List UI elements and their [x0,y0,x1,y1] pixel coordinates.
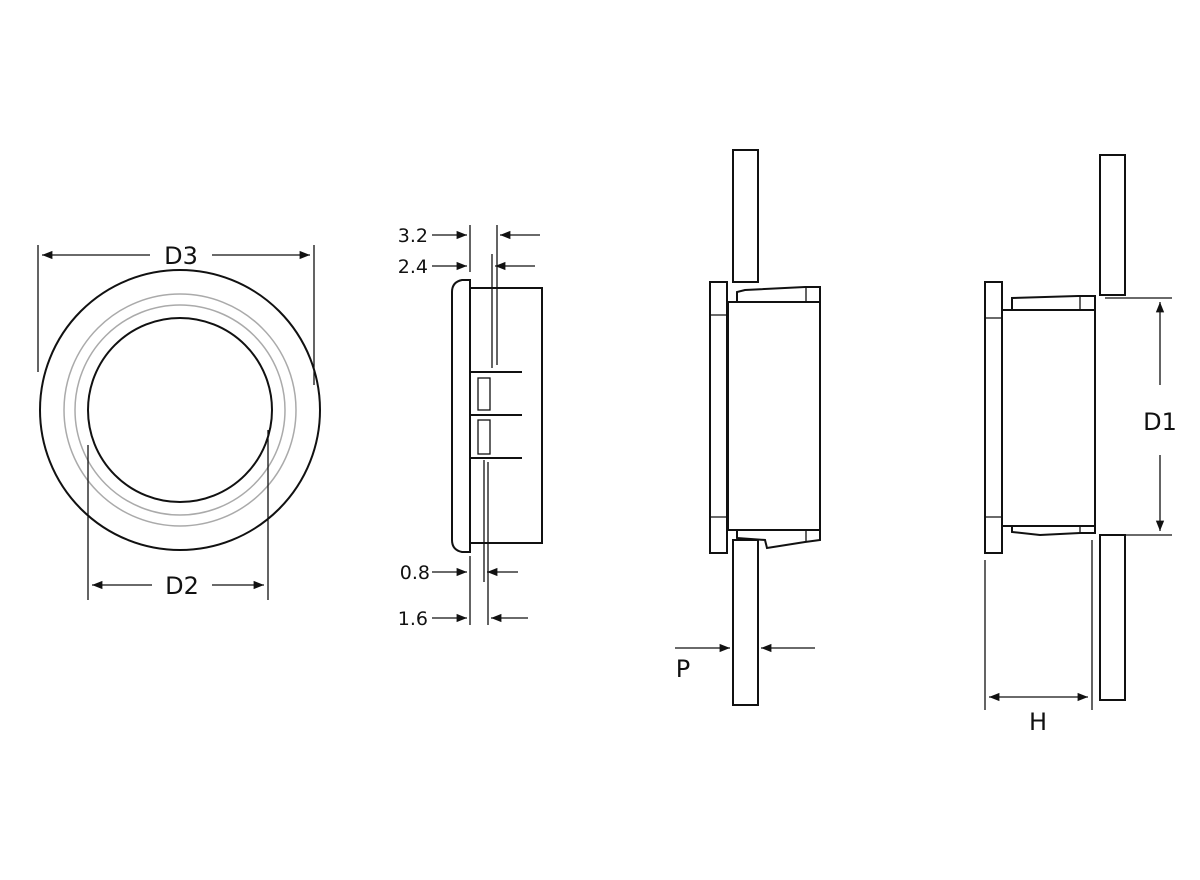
panel-hole-view: D1 H [984,154,1177,736]
inner-hole [87,317,273,503]
installed-view: P [675,149,821,706]
dim-1-6: 1.6 [398,608,428,630]
dim-2-4: 2.4 [398,256,428,278]
d2-label: D2 [165,572,199,600]
outer-ring [39,269,321,551]
ring-shading [63,293,297,527]
p-label: P [676,655,690,683]
panel-section [1099,154,1126,296]
dim-0-8: 0.8 [400,562,430,584]
panel-section [1099,534,1126,701]
dim-3-2: 3.2 [398,225,428,247]
panel-section [732,149,759,283]
panel-section [732,539,759,706]
front-view: D3 D2 [37,242,321,600]
h-label: H [1029,708,1047,736]
d1-label: D1 [1143,408,1177,436]
side-view: 3.2 2.4 0.8 1.6 [398,225,543,630]
ring-shading [74,304,286,516]
d3-label: D3 [164,242,198,270]
